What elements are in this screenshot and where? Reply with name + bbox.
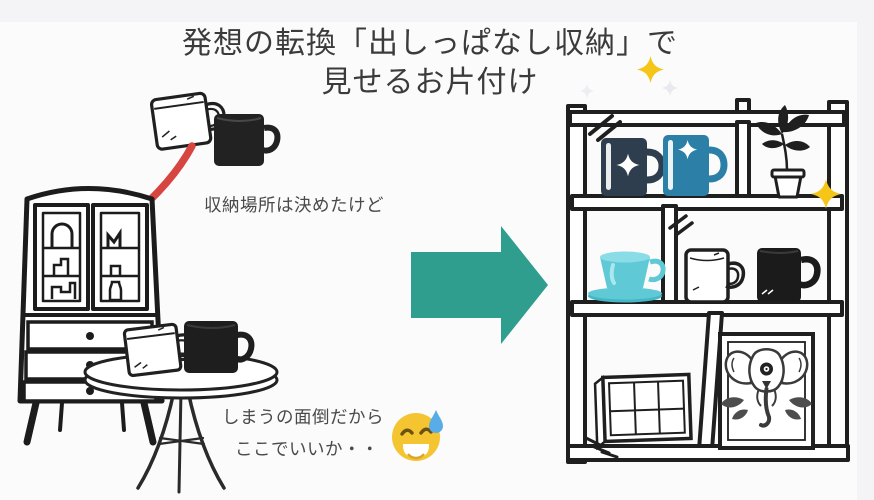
sparkle-icon xyxy=(637,56,664,83)
storage-caption: 収納場所は決めたけど xyxy=(204,195,384,215)
table-legs xyxy=(136,389,226,494)
cabinet-legs xyxy=(23,399,157,446)
mug-pair-top-illustration xyxy=(149,91,281,166)
white-mug-icon xyxy=(684,248,746,304)
thought-caption-line2: ここでいいか・・ xyxy=(235,439,379,459)
title-line-1: 発想の転換「出しっぱなし収納」で xyxy=(182,27,678,60)
table-mugs-illustration xyxy=(122,321,255,378)
white-mug-icon xyxy=(149,91,226,151)
black-mug-icon xyxy=(757,248,821,302)
elephant-art-icon xyxy=(718,332,815,450)
black-mug-icon xyxy=(184,321,255,373)
shelf-illustration xyxy=(566,98,850,464)
emphasis-lines xyxy=(668,214,694,237)
emphasis-lines xyxy=(588,114,622,142)
canvas-right-edge xyxy=(857,0,874,500)
black-mug-icon xyxy=(214,114,281,166)
canvas-top-edge xyxy=(0,0,874,22)
cabinet-contents xyxy=(43,222,139,302)
page-title: 発想の転換「出しっぱなし収納」で 見せるお片付け xyxy=(0,24,860,102)
thought-caption-line1: しまうの面倒だから xyxy=(222,407,384,427)
plant-icon xyxy=(756,105,810,199)
navy-mug-icon xyxy=(601,138,666,196)
emphasis-lines xyxy=(584,436,619,459)
sparkle-icon xyxy=(811,179,841,209)
title-line-2: 見せるお片付け xyxy=(321,66,539,99)
faint-sparkle-icon xyxy=(580,84,594,98)
sweat-drop-icon xyxy=(429,410,443,433)
teal-cup-icon xyxy=(588,251,666,303)
transform-arrow-icon xyxy=(411,226,548,344)
grid-box-icon xyxy=(593,372,693,451)
blue-mug-icon xyxy=(663,135,728,196)
faint-sparkle-icon xyxy=(662,80,678,96)
sweat-smile-emoji xyxy=(392,410,443,461)
